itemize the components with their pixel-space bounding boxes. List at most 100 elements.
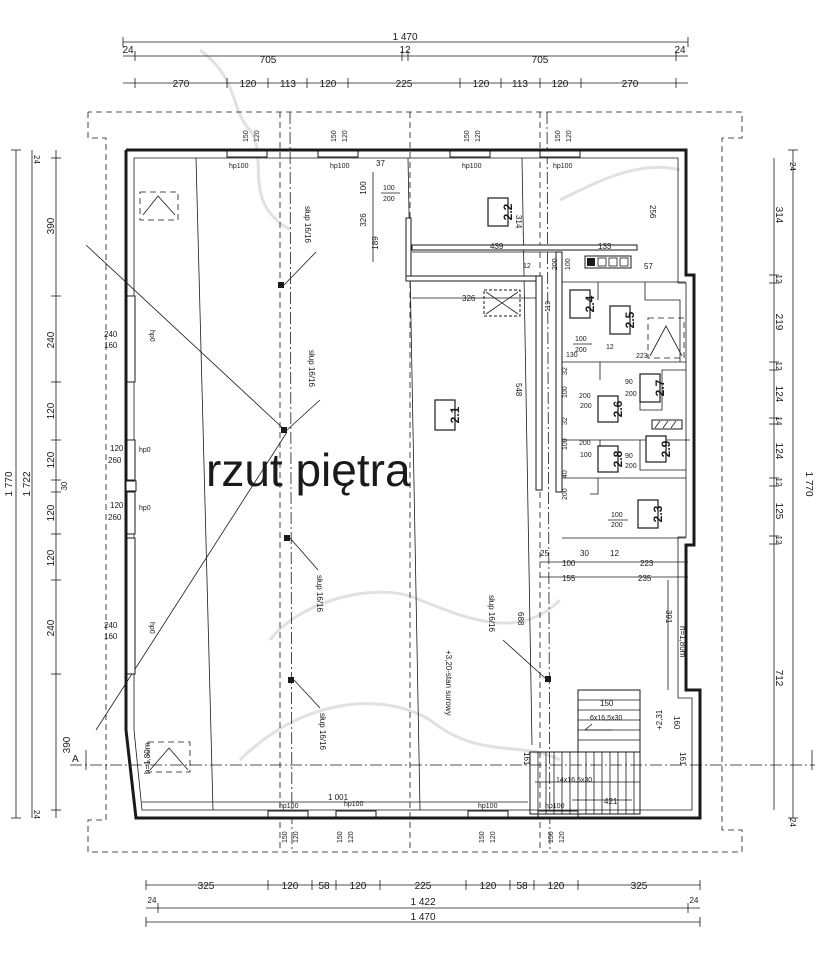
window-bottom-3-h: 120 <box>490 831 497 843</box>
window-top-2-w: 150 <box>331 130 338 142</box>
interior-walls <box>405 217 690 539</box>
window-top-4-label: hp100 <box>553 163 573 170</box>
window-top-3-w: 150 <box>464 130 471 142</box>
window-left-3-h: 260 <box>108 513 122 522</box>
room-labels: 2.2 2.1 2.4 2.5 2.7 2.6 2.9 2.8 2.3 <box>434 197 673 529</box>
stairs <box>529 689 641 815</box>
dim-32b: 32 <box>562 417 569 425</box>
dim-100g: 100 <box>611 512 623 519</box>
column-1: słup 16/16 <box>278 206 317 288</box>
dim-left-seg-2: 120 <box>46 402 57 419</box>
dim-160: 160 <box>672 716 681 730</box>
door-a-top: 100 <box>383 185 395 192</box>
room-2-2-label: 2.2 <box>501 203 515 220</box>
dim-223a: 223 <box>636 353 648 360</box>
door-a-bot: 200 <box>383 196 395 203</box>
dim-223b: 223 <box>640 559 654 568</box>
stairs-b-label: 14x16,5x30 <box>556 777 592 784</box>
window-top-1-w: 150 <box>243 130 250 142</box>
window-left-2-h: 260 <box>108 456 122 465</box>
dim-left-inner-total: 1 722 <box>22 471 33 496</box>
dim-326a: 326 <box>359 213 368 227</box>
right-ticks <box>769 274 779 545</box>
dim-top-r2-2: 12 <box>399 45 411 56</box>
dim-top-r2-4: 24 <box>674 45 686 56</box>
outer-walls <box>124 148 702 820</box>
level-note: +3,20-stan surowy <box>444 650 453 716</box>
top-dimensions: 1 470 24 705 12 705 24 270 120 113 120 2… <box>122 32 689 90</box>
dim-top-total: 1 470 <box>392 32 417 43</box>
window-top-3-h: 120 <box>475 130 482 142</box>
dim-top-r3-4: 225 <box>396 79 413 90</box>
window-left-3: 120 260 hp0 <box>108 491 151 535</box>
dim-12a: 12 <box>523 263 531 270</box>
window-left-4-h: 160 <box>104 632 118 641</box>
dim-bottom-r1-0: 325 <box>198 881 215 892</box>
room-2-9-label: 2.9 <box>659 440 673 457</box>
interior-dimensions: 37 100 326 189 100 200 439 133 256 57 31… <box>142 159 688 806</box>
dim-235: 235 <box>638 574 652 583</box>
dim-left-seg-6: 120 <box>46 549 57 566</box>
dim-right-seg-7: 12 <box>774 478 783 487</box>
dim-left-outer-total: 1 770 <box>4 471 15 496</box>
roof-outline <box>87 111 743 853</box>
window-bottom-2-w: 150 <box>337 831 344 843</box>
column-2-label: słup 16/16 <box>307 350 316 387</box>
dim-top-r3-5: 120 <box>473 79 490 90</box>
dim-bottom-r1-7: 120 <box>548 881 565 892</box>
bottom-dimensions: 325 120 58 120 225 120 58 120 325 24 1 4… <box>145 880 701 927</box>
dim-439: 439 <box>490 242 504 251</box>
dim-32a: 32 <box>562 367 569 375</box>
dim-bottom-r1-4: 225 <box>415 881 432 892</box>
windows-bottom: hp100 150 120 150 120 hp100 hp100 150 12… <box>267 801 579 843</box>
dim-133: 133 <box>598 242 612 251</box>
column-2: słup 16/16 <box>281 350 321 433</box>
dim-30: 30 <box>580 549 589 558</box>
dim-left-seg-7: 240 <box>46 619 57 636</box>
window-top-1-h: 120 <box>254 130 261 142</box>
dim-100f: 100 <box>580 452 592 459</box>
window-bottom-4: hp100 150 120 <box>537 803 579 843</box>
paper-smudges <box>199 48 681 762</box>
window-left-4-label: hp0 <box>148 622 155 634</box>
h-180b: h=1,80m <box>143 742 152 774</box>
room-2-4-label: 2.4 <box>583 295 597 312</box>
dim-161b: 161 <box>678 752 687 766</box>
window-top-3: 150 120 hp100 <box>449 130 491 170</box>
dim-right-end-top: 24 <box>788 162 797 171</box>
section-line-a: A <box>70 750 815 770</box>
windows-top: 150 120 hp100 150 120 hp100 150 120 hp10… <box>226 130 581 170</box>
dim-top-r3-3: 120 <box>320 79 337 90</box>
top-row3-ticks <box>134 78 677 88</box>
left-dimensions: 1 770 1 722 24 24 390 240 120 120 30 120… <box>4 149 73 819</box>
window-bottom-1-w: 150 <box>282 831 289 843</box>
dim-100e: 100 <box>562 438 569 450</box>
dim-right-seg-0: 314 <box>773 207 784 224</box>
dim-left-end-top: 24 <box>32 155 41 164</box>
room-2-6-label: 2.6 <box>611 400 625 417</box>
window-left-2-w: 120 <box>110 444 124 453</box>
dim-200d: 200 <box>579 393 591 400</box>
columns: słup 16/16 słup 16/16 słup 16/16 słup 16… <box>278 206 551 750</box>
dim-right-seg-4: 124 <box>773 386 784 403</box>
dim-200e-top: 200 <box>580 403 592 410</box>
dim-200c: 200 <box>575 347 587 354</box>
dim-40: 40 <box>562 470 569 478</box>
right-dimensions: 1 770 24 24 314 12 219 12 124 14 124 12 … <box>769 149 814 827</box>
column-3: słup 16/16 <box>284 535 324 612</box>
window-left-1: 240 160 hp0 <box>104 295 155 383</box>
column-5-label: słup 16/16 <box>487 595 496 632</box>
dim-57: 57 <box>644 262 653 271</box>
window-left-1-label: hp0 <box>148 330 155 342</box>
dim-right-seg-2: 219 <box>773 314 784 331</box>
dim-200g: 200 <box>625 463 637 470</box>
room-2-5-label: 2.5 <box>623 311 637 328</box>
window-bottom-1-label: hp100 <box>279 803 299 810</box>
window-bottom-2-label: hp100 <box>344 801 364 808</box>
dim-256: 256 <box>648 205 657 219</box>
left-ticks <box>51 157 61 811</box>
dim-bottom-r2-1: 1 422 <box>410 897 435 908</box>
dim-right-seg-3: 12 <box>774 362 783 371</box>
window-bottom-2-h: 120 <box>348 831 355 843</box>
window-bottom-4-w: 150 <box>548 831 555 843</box>
